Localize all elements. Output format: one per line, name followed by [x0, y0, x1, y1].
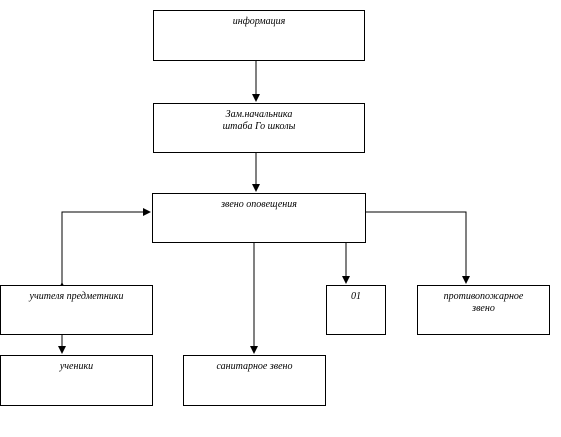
node-emergency: 01: [326, 285, 386, 335]
node-info: информация: [153, 10, 365, 61]
node-sanitary: санитарное звено: [183, 355, 326, 406]
node-deputy-line-2: штаба Го школы: [222, 121, 296, 132]
node-notification: звено оповещения: [152, 193, 366, 243]
edge-notification-teachers: [58, 208, 151, 290]
node-teachers: учителя предметники: [0, 285, 153, 335]
node-students: ученики: [0, 355, 153, 406]
node-deputy-line-1: Зам.начальника: [225, 109, 293, 120]
node-students-line-1: ученики: [59, 361, 94, 372]
node-fire-line-1: противопожарное: [443, 291, 524, 302]
node-deputy: Зам.начальника штаба Го школы: [153, 103, 365, 153]
node-notification-line-1: звено оповещения: [221, 199, 297, 210]
node-fire-line-2: звено: [472, 303, 495, 314]
node-teachers-line-1: учителя предметники: [29, 291, 124, 302]
edge-notification-to-fire: [366, 211, 470, 284]
node-sanitary-line-1: санитарное звено: [216, 361, 293, 372]
node-info-line-1: информация: [232, 16, 286, 27]
node-emergency-line-1: 01: [351, 291, 361, 302]
node-fire: противопожарное звено: [417, 285, 550, 335]
